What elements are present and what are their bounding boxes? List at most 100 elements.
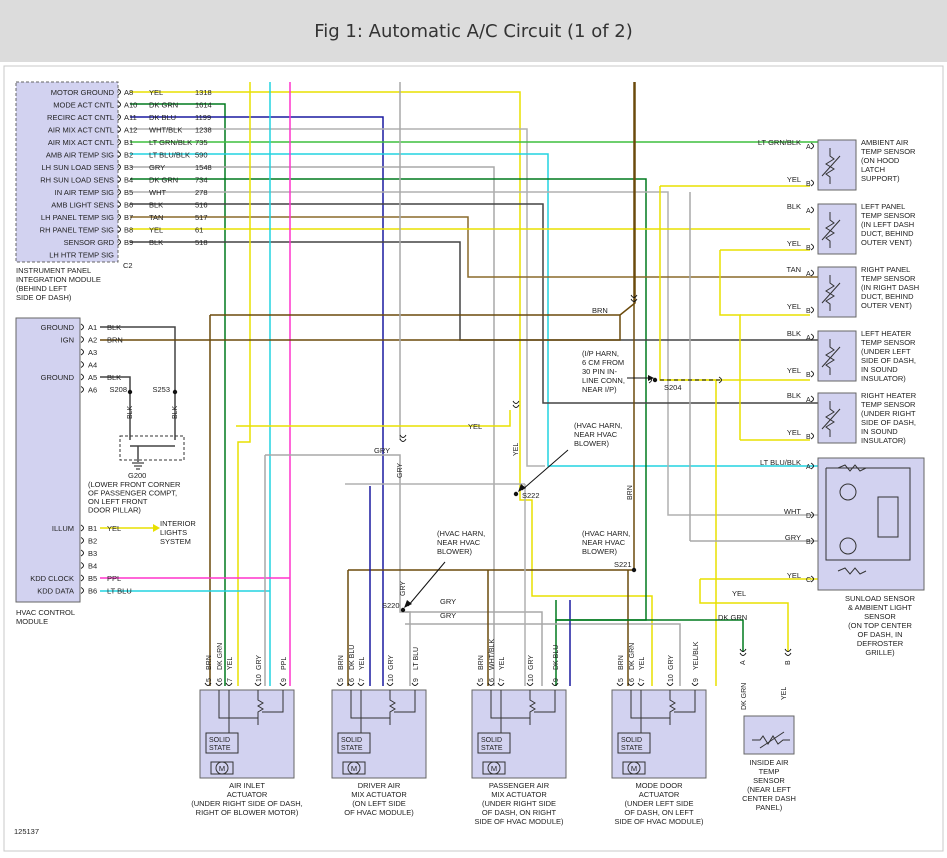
solid-state-label: STATE	[621, 745, 643, 752]
hvac-pin-connector	[80, 562, 84, 569]
internal-trace	[674, 690, 696, 713]
ipim-circuit-label: 1614	[195, 101, 212, 110]
sensor-caption: TEMP SENSOR	[861, 400, 916, 409]
wire-b6-blk	[130, 203, 818, 404]
actuator-wire-label: YEL/BLK	[693, 641, 700, 670]
motor-frame	[482, 761, 506, 775]
actuator-caption: RIGHT OF BLOWER MOTOR)	[196, 808, 299, 817]
actuator-pin-connector	[204, 682, 212, 686]
actuator-wire-label: GRY	[528, 655, 535, 670]
sensor-pin-label: A	[806, 208, 811, 215]
hvac-caption: HVAC CONTROL	[16, 608, 75, 617]
actuator-wire-label: YEL	[359, 657, 366, 670]
ipim-wire-label: BLK	[149, 201, 163, 210]
sensor-caption: SIDE OF DASH,	[861, 418, 916, 427]
ipim-wire-label: BLK	[149, 238, 163, 247]
ground-blk-label: BLK	[172, 405, 179, 419]
s204-connector	[718, 376, 722, 384]
s222-leader	[521, 449, 569, 491]
actuator-caption: (UNDER RIGHT SIDE	[482, 799, 556, 808]
hvac-pin-label: A4	[88, 361, 97, 370]
inside-sensor-caption: TEMP	[759, 767, 780, 776]
ipim-wire-label: LT BLU/BLK	[149, 151, 190, 160]
sensor-pin-connector	[810, 333, 814, 341]
ipim-wire-label: DK GRN	[149, 176, 178, 185]
actuator-pin-connector	[637, 682, 645, 686]
sensor-caption: TEMP SENSOR	[861, 147, 916, 156]
s222-caption: BLOWER)	[574, 439, 610, 448]
temp-sensor-3	[817, 266, 857, 318]
s204-caption: 30 PIN IN-	[582, 367, 618, 376]
motor-label: M	[491, 764, 497, 773]
sensor-caption: (UNDER LEFT	[861, 347, 911, 356]
solid-state-label: STATE	[481, 745, 503, 752]
motor-frame	[342, 761, 366, 775]
g200-caption: OF PASSENGER COMPT,	[88, 489, 177, 498]
ipim-signal-label: IN AIR TEMP SIG	[55, 188, 114, 197]
hvac-pin-connector	[80, 537, 84, 544]
actuator-wire-label: GRY	[668, 655, 675, 670]
actuator-pin-label: 7	[639, 678, 646, 682]
actuator-caption: MODE DOOR	[635, 781, 683, 790]
actuator-pin-label: 7	[227, 678, 234, 682]
ipim-pin-connector	[117, 176, 121, 183]
actuator-caption: OF HVAC MODULE)	[344, 808, 414, 817]
hvac-control-module	[15, 317, 81, 603]
sensor-caption: RIGHT PANEL	[861, 265, 910, 274]
actuator-pin-label: 9	[693, 678, 700, 682]
actuator-wire-label: GRY	[256, 655, 263, 670]
ipim-pin-connector	[117, 188, 121, 196]
actuator-pin-label: 6	[489, 678, 496, 682]
actuator-3	[471, 689, 567, 779]
actuator-pin-connector	[347, 682, 355, 686]
inside-sensor-caption: PANEL)	[756, 803, 783, 812]
wire-b5-wht	[130, 191, 818, 516]
ipim-pin-connector	[117, 226, 121, 233]
hvac-wire-label: BLK	[107, 373, 121, 382]
sunload-pin-label: B	[806, 539, 811, 546]
solid-state-label: SOLID	[621, 737, 642, 744]
actuator-caption: PASSENGER AIR	[489, 781, 550, 790]
hvac-wire-label: BLK	[107, 323, 121, 332]
temp-sensor-5	[817, 392, 857, 444]
s220-caption: (HVAC HARN,	[437, 529, 485, 538]
actuator-pin-connector	[497, 682, 505, 686]
actuator-wire-label: DK BLU	[349, 645, 356, 670]
actuator-wire-label: YEL	[227, 657, 234, 670]
ipim-pin-label: A12	[124, 126, 137, 135]
actuator-pin-connector	[691, 682, 699, 686]
solid-state-label: SOLID	[481, 737, 502, 744]
actuator-1	[199, 689, 295, 779]
actuator-pin-connector	[411, 682, 419, 686]
ipim-pin-connector	[117, 151, 121, 158]
hvac-ground-wire-a1	[100, 326, 176, 392]
diagram-frame	[3, 65, 944, 852]
interior-lights-label: SYSTEM	[160, 537, 191, 546]
ipim-signal-label: RECIRC ACT CNTL	[47, 113, 114, 122]
ground-blk-label: BLK	[127, 405, 134, 419]
hvac-signal-label: GROUND	[41, 373, 75, 382]
inside-sensor-caption: INSIDE AIR	[749, 758, 789, 767]
wire-b9-blk	[130, 241, 818, 341]
wire-dkgrn-inside-a	[555, 600, 744, 652]
hvac-caption: MODULE	[16, 617, 48, 626]
actuator-pin-label: 7	[499, 678, 506, 682]
s220-leader	[407, 561, 446, 607]
ipim-caption: INSTRUMENT PANEL	[16, 266, 91, 275]
s208-label: S208	[109, 385, 127, 394]
actuator-wire-label: BRN	[206, 655, 213, 670]
actuator-caption: (UNDER LEFT SIDE	[624, 799, 693, 808]
actuator-pin-label: 6	[217, 678, 224, 682]
actuator-caption: ACTUATOR	[227, 790, 268, 799]
s221-caption: (HVAC HARN,	[582, 529, 630, 538]
s220-caption: NEAR HVAC	[437, 538, 481, 547]
actuator-pin-connector	[225, 682, 233, 686]
ipim-wire-label: YEL	[149, 88, 163, 97]
sunload-caption: OF DASH, IN	[857, 630, 902, 639]
s253-label: S253	[152, 385, 170, 394]
actuator-pin-label: 7	[359, 678, 366, 682]
actuator-pin-label: 5	[478, 678, 485, 682]
sunload-wire-label: GRY	[785, 533, 801, 542]
